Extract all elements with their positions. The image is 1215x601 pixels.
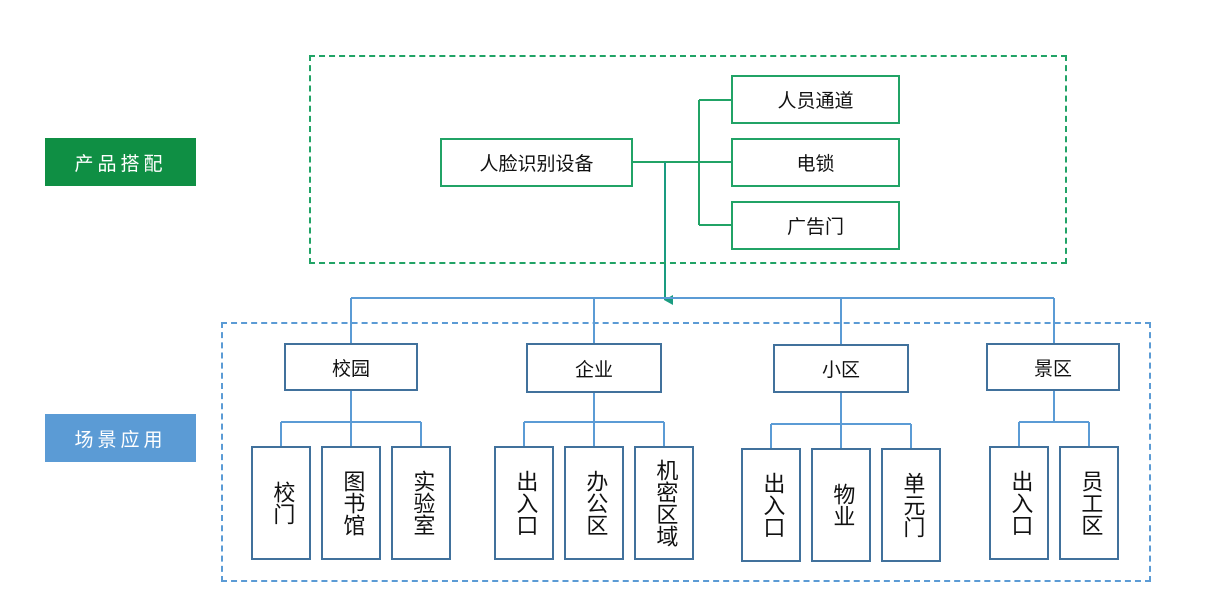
scene-item-confidential-area: 机密区域 xyxy=(634,446,694,560)
option-box-channel: 人员通道 xyxy=(731,75,900,124)
option-box-door: 广告门 xyxy=(731,201,900,250)
scene-group-frame xyxy=(221,322,1151,582)
option-box-lock: 电锁 xyxy=(731,138,900,187)
scene-box-community: 小区 xyxy=(773,344,909,393)
product-label: 产品搭配 xyxy=(45,138,196,186)
scene-box-enterprise: 企业 xyxy=(526,343,662,393)
scene-connectors xyxy=(280,297,1090,449)
scene-box-campus: 校园 xyxy=(284,343,418,391)
scene-item-laboratory: 实验室 xyxy=(391,446,451,560)
scene-item-scenic-entrance: 出入口 xyxy=(989,446,1049,560)
product-connectors xyxy=(633,99,733,226)
scene-item-library: 图书馆 xyxy=(321,446,381,560)
product-group-frame xyxy=(309,55,1067,264)
scene-item-community-entrance: 出入口 xyxy=(741,448,801,562)
scene-item-enterprise-entrance: 出入口 xyxy=(494,446,554,560)
scene-item-property: 物业 xyxy=(811,448,871,562)
face-recognition-device-box: 人脸识别设备 xyxy=(440,138,633,187)
scene-item-campus-gate: 校门 xyxy=(251,446,311,560)
scene-item-staff-area: 员工区 xyxy=(1059,446,1119,560)
scene-item-office-area: 办公区 xyxy=(564,446,624,560)
scene-label: 场景应用 xyxy=(45,414,196,462)
scene-item-unit-door: 单元门 xyxy=(881,448,941,562)
scene-box-scenic-area: 景区 xyxy=(986,343,1120,391)
